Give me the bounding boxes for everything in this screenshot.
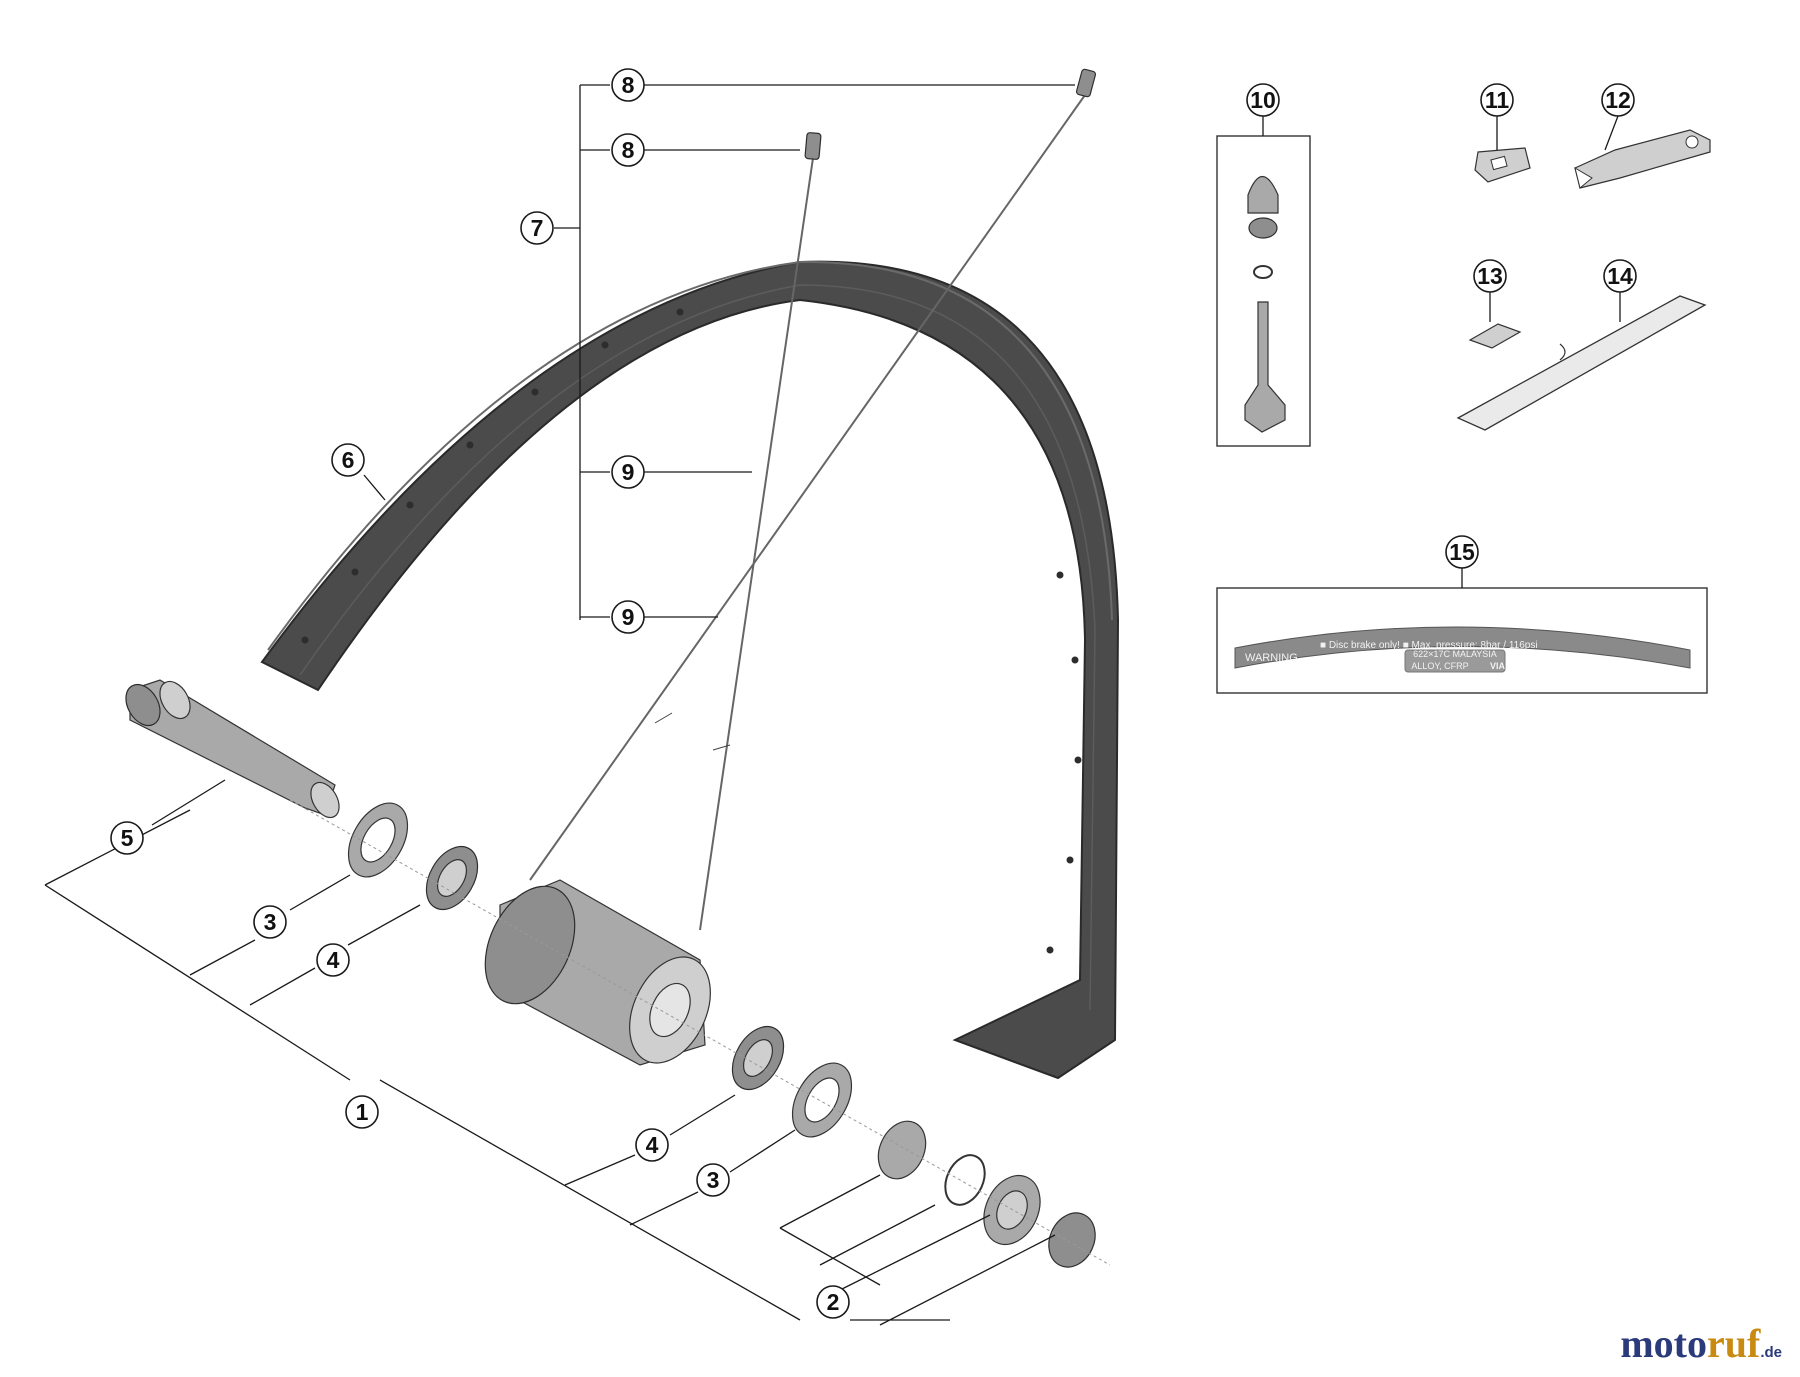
sticker-warning: WARNING xyxy=(1245,652,1298,664)
svg-text:10: 10 xyxy=(1250,87,1276,113)
svg-text:13: 13 xyxy=(1477,263,1503,289)
rim-tape xyxy=(1456,295,1707,431)
spoke-nipple-top xyxy=(1075,68,1097,98)
svg-text:12: 12 xyxy=(1605,87,1631,113)
callout-7: 7 xyxy=(520,211,554,245)
svg-text:6: 6 xyxy=(342,447,355,473)
callout-3a: 3 xyxy=(253,905,287,939)
svg-text:3: 3 xyxy=(264,909,277,935)
callout-4b: 4 xyxy=(635,1128,669,1162)
spoke-nipple-mid xyxy=(804,132,822,160)
dust-cap-right xyxy=(791,1062,853,1138)
motoruf-logo: motoruf.de xyxy=(1620,1321,1782,1366)
svg-text:8: 8 xyxy=(622,137,635,163)
callout-10: 10 xyxy=(1246,83,1280,117)
sticker-brand: VIA xyxy=(1490,661,1506,671)
callout-6: 6 xyxy=(331,443,365,477)
callout-12: 12 xyxy=(1601,83,1635,117)
valve-kit-box xyxy=(1216,135,1311,447)
svg-text:15: 15 xyxy=(1449,539,1475,565)
o-ring xyxy=(944,1154,986,1206)
end-cap-1 xyxy=(877,1120,927,1180)
rim-patch xyxy=(1468,323,1522,349)
sticker-material: ALLOY, CFRP xyxy=(1411,661,1468,671)
svg-text:9: 9 xyxy=(622,459,635,485)
svg-text:7: 7 xyxy=(531,215,544,241)
callout-9a: 9 xyxy=(611,455,645,489)
dust-cap-left xyxy=(347,802,409,878)
spokes xyxy=(529,94,1086,931)
svg-text:8: 8 xyxy=(622,72,635,98)
callout-9b: 9 xyxy=(611,600,645,634)
svg-text:11: 11 xyxy=(1485,87,1510,113)
svg-text:3: 3 xyxy=(707,1167,720,1193)
svg-text:4: 4 xyxy=(327,947,340,973)
callout-13: 13 xyxy=(1473,259,1507,293)
callout-11: 11 xyxy=(1480,83,1514,117)
sticker-line1: ■ Disc brake only! ■ Max. pressure: 8bar… xyxy=(1320,640,1538,651)
callout-1: 1 xyxy=(345,1095,379,1129)
callout-15: 15 xyxy=(1445,535,1479,569)
callout-5: 5 xyxy=(110,821,144,855)
callout-3b: 3 xyxy=(696,1163,730,1197)
callout-2: 2 xyxy=(816,1285,850,1319)
valve-adapter xyxy=(1474,147,1531,183)
bearing-left xyxy=(425,845,479,911)
end-cap-3 xyxy=(1048,1212,1096,1268)
spoke-wrench xyxy=(1574,129,1711,189)
svg-text:9: 9 xyxy=(622,604,635,630)
rim xyxy=(260,260,1120,1080)
callout-14: 14 xyxy=(1603,259,1637,293)
svg-text:14: 14 xyxy=(1607,263,1633,289)
callout-4a: 4 xyxy=(316,943,350,977)
svg-text:5: 5 xyxy=(121,825,134,851)
rim-sticker-box: WARNING ■ Disc brake only! ■ Max. pressu… xyxy=(1216,587,1708,694)
svg-text:1: 1 xyxy=(356,1099,369,1125)
bearing-right xyxy=(731,1025,785,1091)
svg-text:2: 2 xyxy=(827,1289,840,1315)
svg-text:4: 4 xyxy=(646,1132,659,1158)
callout-8a: 8 xyxy=(611,68,645,102)
leader-lines xyxy=(44,84,1621,1326)
sticker-size: 622×17C MALAYSIA xyxy=(1413,649,1497,659)
hub-body xyxy=(484,879,711,1066)
callout-8b: 8 xyxy=(611,133,645,167)
axle xyxy=(125,679,340,819)
